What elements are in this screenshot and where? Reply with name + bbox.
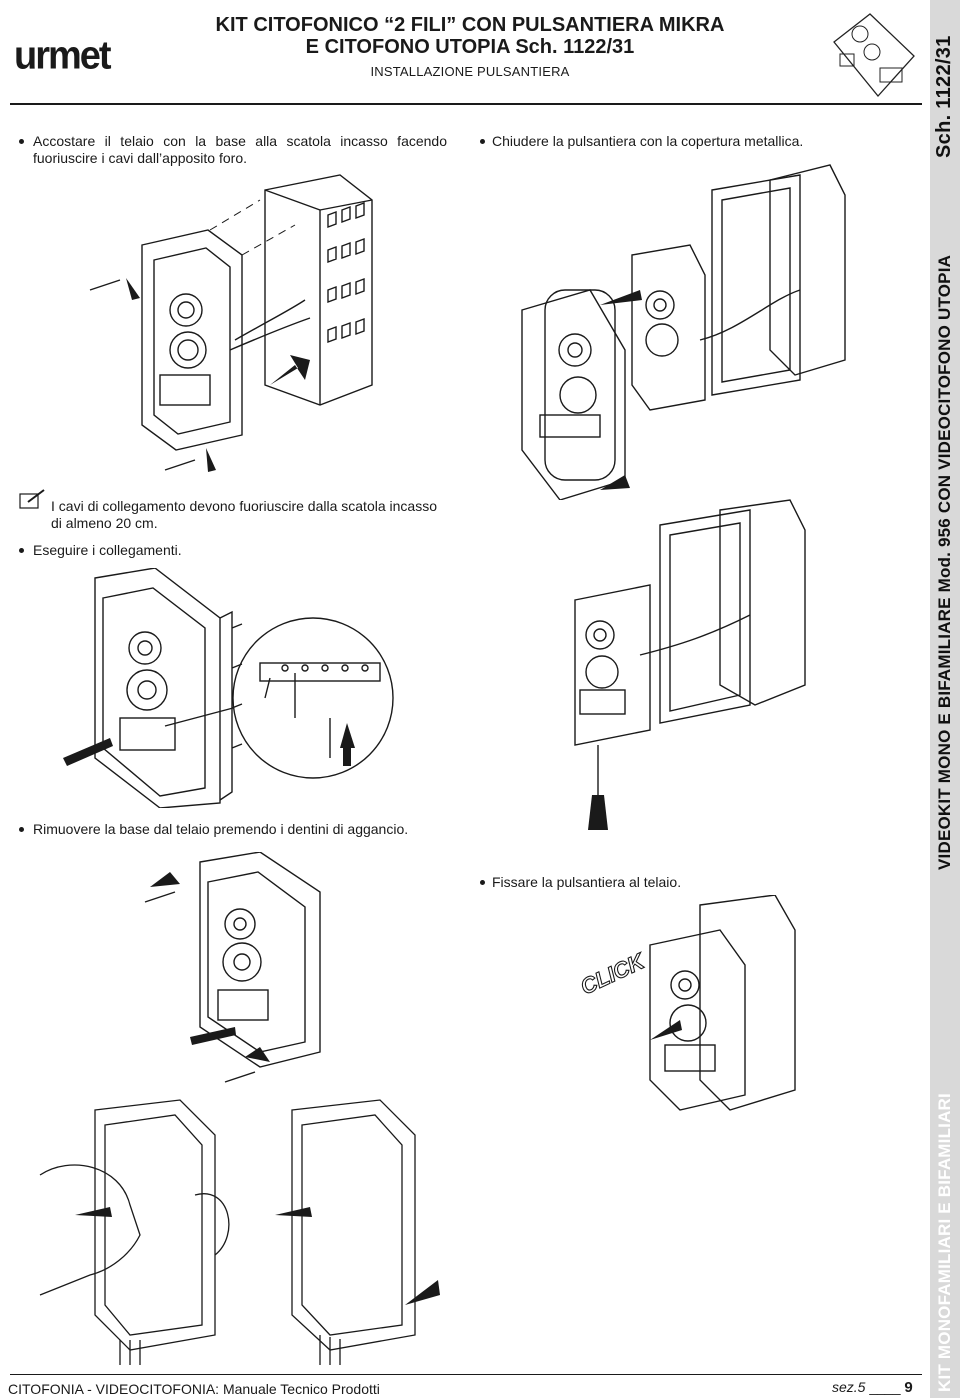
- step-1-text: Accostare il telaio con la base alla sca…: [33, 133, 447, 166]
- figure-click-fix: CLICK: [580, 895, 796, 1111]
- footer-separator: ____: [869, 1379, 905, 1395]
- bullet-dot: [480, 880, 485, 885]
- figure-close-cover: [521, 164, 846, 500]
- note-pencil-icon: [19, 489, 45, 509]
- bullet-dot: [19, 139, 24, 144]
- document-header: KIT CITOFONICO “2 FILI” CON PULSANTIERA …: [180, 14, 760, 79]
- step-5-text: Fissare la pulsantiera al telaio.: [492, 874, 682, 890]
- brand-name: urmet: [14, 33, 112, 79]
- header-rule: [10, 103, 922, 105]
- certification-icons: [833, 13, 915, 97]
- step-2-text: Eseguire i collegamenti.: [33, 542, 182, 558]
- figure-base-hands: [39, 1099, 440, 1365]
- footer-section: sez.5: [832, 1379, 866, 1395]
- sidebar-band: [930, 0, 960, 1398]
- step-3-text: Rimuovere la base dal telaio premendo i …: [33, 821, 409, 837]
- note-text: I cavi di collegamento devono fuoriuscir…: [51, 498, 437, 531]
- figure-connections: [63, 568, 394, 808]
- bullet-dot: [480, 139, 485, 144]
- header-title-line2: E CITOFONO UTOPIA Sch. 1122/31: [305, 36, 635, 58]
- step-4-text: Chiudere la pulsantiera con la copertura…: [492, 133, 804, 149]
- header-subtitle: INSTALLAZIONE PULSANTIERA: [370, 64, 570, 79]
- bullet-dot: [19, 548, 24, 553]
- urmet-logo: urmet: [14, 33, 114, 79]
- footer-page-info: sez.5 ____ 9: [832, 1379, 913, 1396]
- footer-rule: [10, 1374, 922, 1375]
- sidebar-scheme-label: Sch. 1122/31: [933, 35, 955, 158]
- sidebar-videokit-label: VIDEOKIT MONO E BIFAMILIARE Mod. 956 CON…: [935, 254, 954, 870]
- figure-mount-frame: [89, 174, 373, 472]
- footer-document-title: CITOFONIA - VIDEOCITOFONIA: Manuale Tecn…: [8, 1381, 380, 1397]
- click-label: CLICK: [580, 948, 650, 1000]
- footer-page-number: 9: [904, 1379, 913, 1396]
- header-title-line1: KIT CITOFONICO “2 FILI” CON PULSANTIERA …: [215, 14, 725, 36]
- figure-remove-base: [144, 852, 321, 1083]
- sidebar-kit-label: KIT MONOFAMILIARI E BIFAMILIARI: [935, 1093, 954, 1392]
- bullet-dot: [19, 827, 24, 832]
- figure-fix-screwdriver: [574, 499, 806, 830]
